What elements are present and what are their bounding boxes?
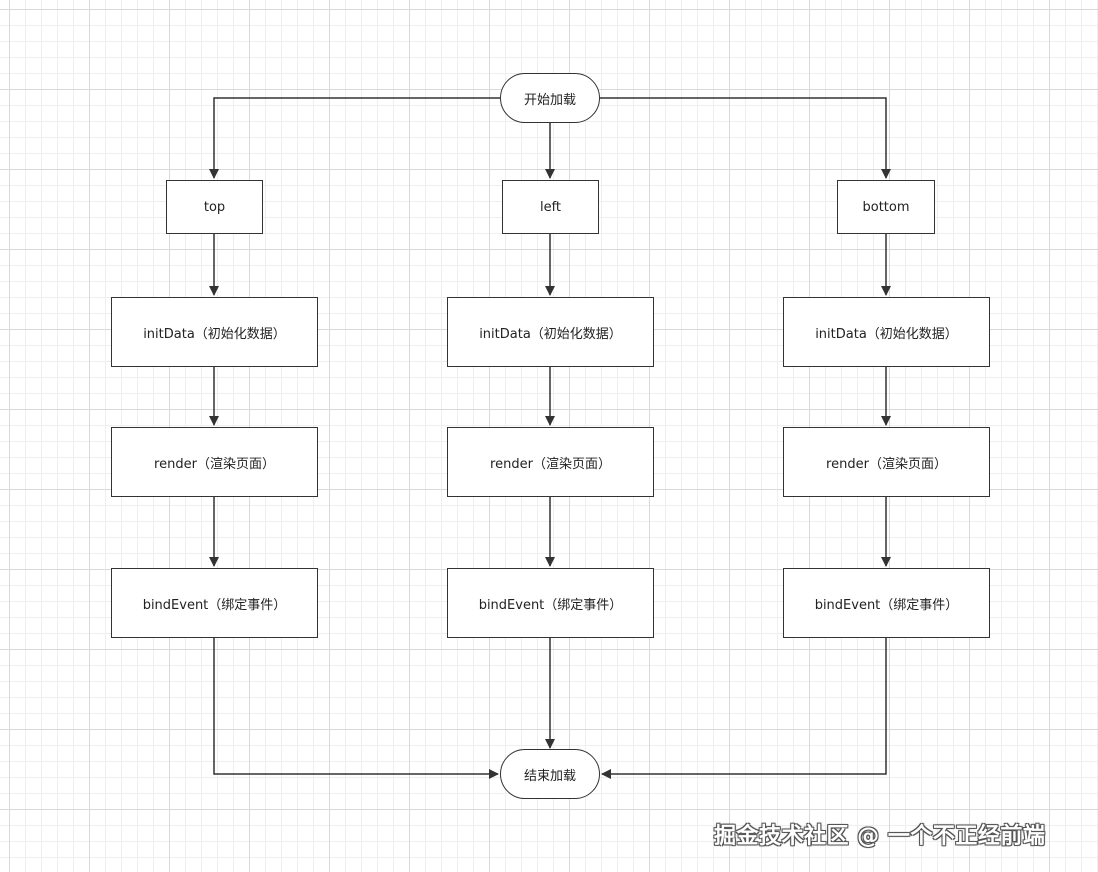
- watermark-text: 掘金技术社区 @ 一个不正经前端: [714, 824, 1046, 849]
- branch-node-top[interactable]: top: [166, 180, 263, 234]
- edge-bindevent-to-end-1: [213, 638, 499, 779]
- bindevent-node-left[interactable]: bindEvent（绑定事件）: [447, 568, 654, 638]
- edge-start-to-bottom: [600, 97, 891, 179]
- end-node[interactable]: 结束加载: [500, 749, 600, 799]
- branch-node-left[interactable]: left: [502, 180, 599, 234]
- render-node-top[interactable]: render（渲染页面）: [111, 427, 318, 497]
- render-node-bottom[interactable]: render（渲染页面）: [783, 427, 990, 497]
- render-node-left[interactable]: render（渲染页面）: [447, 427, 654, 497]
- initdata-node-top[interactable]: initData（初始化数据）: [111, 297, 318, 367]
- bindevent-node-top[interactable]: bindEvent（绑定事件）: [111, 568, 318, 638]
- initdata-node-bottom[interactable]: initData（初始化数据）: [783, 297, 990, 367]
- branch-node-bottom[interactable]: bottom: [837, 180, 935, 234]
- edge-start-to-top: [209, 97, 500, 179]
- bindevent-node-bottom[interactable]: bindEvent（绑定事件）: [783, 568, 990, 638]
- edge-bindevent-to-end-3: [601, 638, 887, 779]
- start-node[interactable]: 开始加载: [500, 73, 600, 123]
- initdata-node-left[interactable]: initData（初始化数据）: [447, 297, 654, 367]
